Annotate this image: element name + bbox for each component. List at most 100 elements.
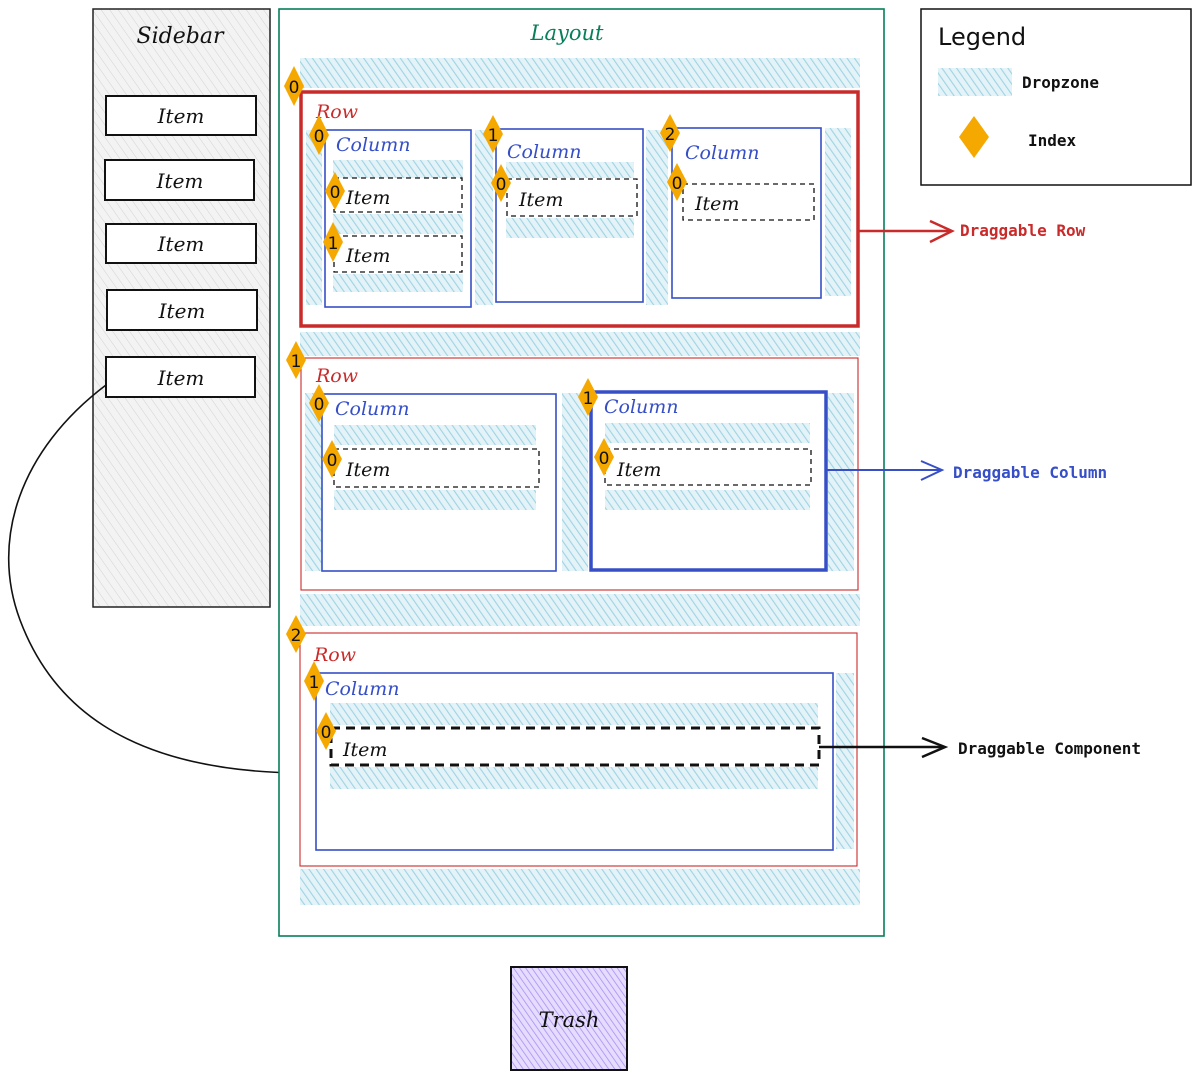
dropzone[interactable]: [300, 58, 860, 88]
dropzone[interactable]: [306, 130, 322, 305]
sidebar-item-label: Item: [156, 169, 204, 193]
dropzone[interactable]: [333, 274, 463, 292]
index-label: 0: [289, 78, 300, 98]
legend-dropzone-label: Dropzone: [1022, 73, 1099, 92]
dropzone[interactable]: [330, 767, 818, 789]
dropzone[interactable]: [605, 490, 810, 510]
sidebar-item[interactable]: Item: [105, 223, 257, 264]
index-diamond: 1: [304, 661, 324, 701]
index-diamond: 2: [286, 615, 306, 653]
row-label: Row: [315, 101, 358, 123]
index-diamond: 1: [286, 341, 306, 379]
item[interactable]: Item: [506, 178, 638, 217]
index-label: 2: [291, 626, 302, 646]
dropzone[interactable]: [305, 393, 322, 571]
column-label: Column: [335, 398, 410, 420]
row[interactable]: Row Column Item Column Item: [300, 357, 859, 591]
item-label: Item: [345, 245, 390, 267]
sidebar-item-label: Item: [158, 299, 206, 323]
index-label: 0: [314, 127, 325, 147]
dropzone[interactable]: [334, 425, 536, 445]
dropzone[interactable]: [506, 218, 634, 238]
dropzone[interactable]: [330, 703, 818, 725]
item-label: Item: [518, 189, 563, 211]
sidebar-item[interactable]: Item: [106, 289, 258, 331]
dropzone[interactable]: [333, 214, 463, 234]
item[interactable]: Item: [329, 726, 821, 767]
index-diamond: 0: [284, 66, 304, 106]
item-label: Item: [694, 193, 739, 215]
column-label: Column: [507, 141, 582, 163]
dropzone[interactable]: [562, 393, 588, 571]
index-diamond: 2: [660, 114, 680, 152]
index-label: 0: [330, 183, 341, 203]
column[interactable]: Column Item: [589, 390, 828, 572]
column[interactable]: Column Item Item: [324, 129, 472, 308]
column[interactable]: Column Item: [321, 393, 557, 572]
index-label: 1: [328, 234, 339, 254]
index-markers: 0 0 0 1 1 0 2 0: [284, 66, 687, 750]
index-diamond: 0: [316, 712, 336, 750]
item[interactable]: Item: [682, 183, 815, 221]
index-diamond: 1: [578, 378, 598, 416]
column-label: Column: [604, 396, 679, 418]
dropzone-swatch: [938, 68, 1012, 96]
layout-title: Layout: [530, 21, 604, 45]
sidebar-item[interactable]: Item: [105, 95, 257, 136]
dropzone[interactable]: [646, 130, 668, 305]
trash-dropzone[interactable]: [510, 966, 628, 1071]
index-diamond: 0: [594, 438, 614, 476]
sidebar-title: Sidebar: [137, 24, 225, 49]
draggable-row-label: Draggable Row: [960, 221, 1086, 240]
column[interactable]: Column Item: [671, 127, 822, 299]
dropzone[interactable]: [836, 673, 854, 849]
item-label: Item: [345, 459, 390, 481]
dropzone[interactable]: [333, 160, 463, 178]
legend: Legend Dropzone Index: [920, 8, 1192, 186]
row[interactable]: Row Column Item Item Column: [299, 90, 860, 328]
item[interactable]: Item: [333, 235, 463, 273]
index-label: 2: [665, 125, 676, 145]
sidebar-item-label: Item: [157, 366, 205, 390]
dropzone[interactable]: [825, 128, 851, 296]
index-label: 1: [309, 673, 320, 693]
item[interactable]: Item: [333, 177, 463, 213]
index-diamond: 1: [323, 222, 343, 262]
row-label: Row: [313, 644, 356, 666]
dropzone[interactable]: [334, 490, 536, 510]
index-diamond: 0: [667, 163, 687, 201]
dropzone[interactable]: [605, 423, 810, 443]
row[interactable]: Row Column Item: [299, 632, 858, 867]
index-diamond: 0: [491, 164, 511, 202]
trash-label: Trash: [539, 1008, 600, 1032]
dropzone[interactable]: [506, 162, 634, 178]
dropzone[interactable]: [300, 332, 860, 356]
sidebar-item[interactable]: Item: [104, 159, 255, 201]
dropzone[interactable]: [300, 869, 860, 905]
row-label: Row: [315, 365, 358, 387]
index-diamond-icon: [959, 116, 989, 158]
index-diamond: 0: [325, 172, 345, 210]
index-diamond: 0: [309, 115, 329, 155]
dropzone[interactable]: [828, 393, 854, 571]
dropzone[interactable]: [300, 594, 860, 626]
index-label: 0: [327, 451, 338, 471]
index-label: 0: [496, 175, 507, 195]
column-label: Column: [685, 142, 760, 164]
legend-title: Legend: [938, 23, 1026, 51]
legend-box: [920, 8, 1192, 186]
index-label: 1: [583, 389, 594, 409]
index-label: 1: [291, 352, 302, 372]
item[interactable]: Item: [604, 448, 812, 486]
sidebar-item[interactable]: Item: [105, 356, 256, 398]
index-diamond: 0: [322, 440, 342, 478]
sidebar-item-label: Item: [157, 232, 205, 256]
trash[interactable]: Trash: [510, 966, 628, 1071]
dropzone[interactable]: [475, 130, 493, 305]
column[interactable]: Column Item: [315, 672, 834, 851]
column-label: Column: [325, 678, 400, 700]
item[interactable]: Item: [333, 448, 540, 488]
draggable-component-annotation: Draggable Component: [819, 736, 1141, 759]
draggable-row-annotation: Draggable Row: [858, 219, 1086, 244]
column[interactable]: Column Item: [495, 128, 644, 303]
